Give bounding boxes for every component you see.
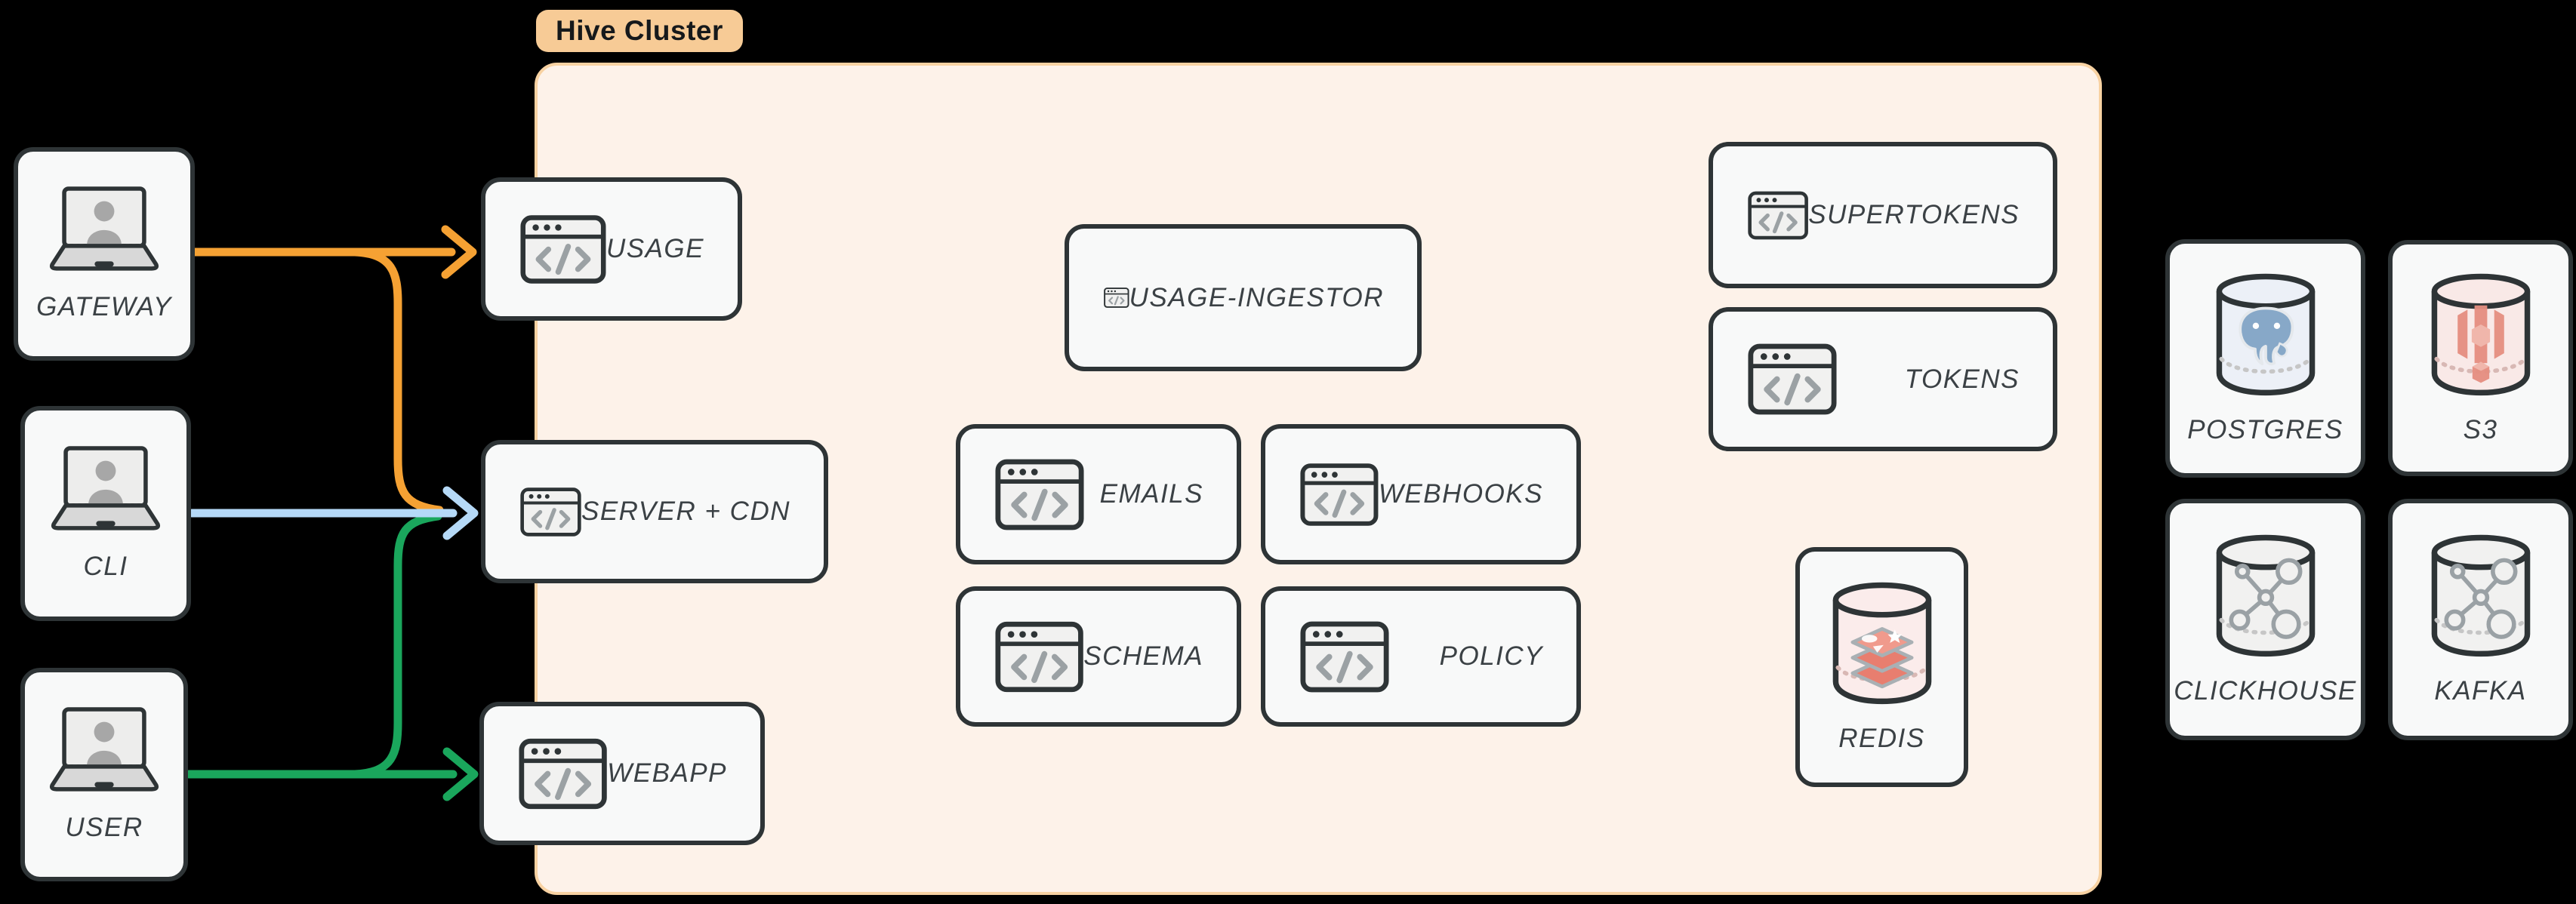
hive-cluster-label: Hive Cluster [536,10,743,52]
edge-gateway-to-server-cdn [350,248,444,515]
code-window-icon [1300,621,1389,693]
kafka-database-icon [2428,533,2534,658]
node-label: REDIS [1838,724,1925,753]
node-label: POLICY [1439,641,1543,671]
node-clickhouse: CLICKHOUSE [2165,499,2365,740]
node-supertokens: SUPERTOKENS [1709,142,2057,288]
node-usage-ingestor: USAGE-INGESTOR [1065,224,1422,371]
code-window-icon [520,214,606,285]
laptop-user-icon [46,445,165,533]
node-tokens: TOKENS [1709,307,2057,451]
node-label: TOKENS [1904,364,2020,394]
node-schema: SCHEMA [956,586,1241,727]
laptop-user-icon [45,706,164,795]
node-label: USAGE-INGESTOR [1129,282,1384,312]
node-label: SUPERTOKENS [1808,200,2020,229]
node-usage: USAGE [481,177,742,321]
node-cli: CLI [20,406,191,621]
node-webhooks: WEBHOOKS [1261,424,1581,564]
node-label: EMAILS [1099,479,1203,509]
hive-cluster-label-text: Hive Cluster [556,15,723,46]
redis-database-icon [1829,580,1935,706]
node-kafka: KAFKA [2388,499,2573,740]
s3-database-icon [2428,272,2534,397]
node-webapp: WEBAPP [479,702,765,845]
node-label: WEBAPP [607,758,727,788]
node-label: S3 [2463,414,2498,444]
node-postgres: POSTGRES [2165,239,2365,478]
laptop-user-icon [45,186,164,274]
node-label: SCHEMA [1083,641,1203,671]
node-label: USAGE [605,234,704,263]
node-label: POSTGRES [2187,415,2343,444]
edge-cli-to-server-cdn [187,486,479,540]
code-window-icon [520,476,581,548]
node-redis: REDIS [1795,547,1968,787]
node-server-cdn: SERVER + CDN [481,440,828,583]
node-label: CLICKHOUSE [2174,676,2357,706]
node-label: WEBHOOKS [1378,479,1543,509]
node-s3: S3 [2388,240,2573,476]
code-window-icon [995,459,1084,530]
node-emails: EMAILS [956,424,1241,564]
node-label: GATEWAY [36,292,172,321]
code-window-icon [1748,343,1837,415]
edge-user-to-server-cdn [350,512,442,779]
node-gateway: GATEWAY [14,147,195,361]
node-label: CLI [83,552,128,581]
code-window-icon [1300,459,1379,530]
node-label: USER [65,813,143,842]
node-label: KAFKA [2434,676,2527,706]
node-label: SERVER + CDN [581,497,790,526]
code-window-icon [1104,262,1129,334]
code-window-icon [1748,180,1808,251]
node-policy: POLICY [1261,586,1581,727]
clickhouse-database-icon [2213,533,2319,658]
node-user: USER [20,668,188,881]
code-window-icon [519,738,607,810]
edge-user-to-webapp [184,747,479,801]
code-window-icon [995,621,1083,693]
postgres-database-icon [2213,272,2319,397]
edge-gateway-to-usage [190,225,477,279]
